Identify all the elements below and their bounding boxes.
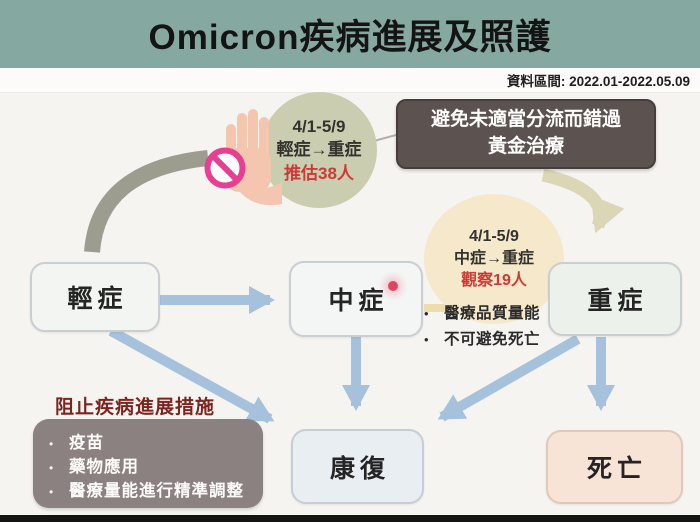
node-mild-label: 輕症	[67, 285, 128, 313]
callout-avoid-missing-treatment: 避免未適當分流而錯過 黃金治療	[396, 99, 656, 169]
callout-transition: 中症→重症	[453, 249, 534, 267]
prevention-item-text: 疫苗	[69, 434, 104, 452]
bullet-icon: •	[424, 306, 429, 321]
prevention-title: 阻止疾病進展措施	[55, 397, 216, 418]
bullet-icon: •	[49, 461, 54, 475]
list-item: • 疫苗	[49, 429, 253, 453]
callout-transition: 輕症→重症	[276, 140, 362, 160]
list-item: • 醫療量能進行精準調整	[49, 477, 253, 501]
node-mild: 輕症	[30, 262, 160, 332]
node-recovery: 康復	[291, 429, 424, 504]
node-severe: 重症	[548, 262, 682, 336]
bullet-icon: •	[49, 437, 54, 451]
slide-title: Omicron疾病進展及照護	[148, 17, 552, 57]
slide-header: Omicron疾病進展及照護	[0, 0, 700, 68]
list-item: • 藥物應用	[49, 453, 253, 477]
callout-stat: 觀察19人	[461, 272, 527, 290]
severe-notes-list: • 醫療品質量能 • 不可避免死亡	[424, 301, 540, 353]
callout-mild-to-severe: 4/1-5/9 輕症→重症 推估38人	[261, 92, 377, 208]
callout-period: 4/1-5/9	[292, 116, 346, 136]
node-recovery-label: 康復	[329, 454, 390, 483]
callout-period: 4/1-5/9	[469, 227, 519, 245]
prevention-box: • 疫苗 • 藥物應用 • 醫療量能進行精準調整	[33, 419, 263, 508]
bullet-icon: •	[49, 485, 54, 499]
node-death-label: 死亡	[586, 455, 647, 483]
callout-moderate-to-severe: 4/1-5/9 中症→重症 觀察19人	[424, 194, 564, 324]
severe-note-text: 醫療品質量能	[444, 305, 541, 322]
node-death: 死亡	[546, 430, 683, 504]
list-item: • 不可避免死亡	[424, 327, 540, 349]
node-moderate: 中症	[289, 261, 423, 337]
callout-stat: 推估38人	[284, 163, 354, 183]
avoid-line1: 避免未適當分流而錯過	[430, 109, 621, 131]
prevention-item-text: 藥物應用	[69, 458, 139, 476]
prevention-item-text: 醫療量能進行精準調整	[69, 482, 244, 500]
laser-pointer-dot	[388, 281, 398, 291]
video-letterbox-bar	[0, 515, 700, 522]
avoid-line2: 黃金治療	[487, 136, 564, 157]
node-moderate-label: 中症	[328, 287, 389, 315]
bullet-icon: •	[424, 332, 429, 347]
data-range-bar: 資料區間: 2022.01-2022.05.09	[0, 68, 700, 93]
node-severe-label: 重症	[587, 287, 648, 315]
data-range-label: 資料區間: 2022.01-2022.05.09	[506, 74, 690, 89]
severe-note-text: 不可避免死亡	[444, 331, 541, 348]
list-item: • 醫療品質量能	[424, 301, 540, 323]
